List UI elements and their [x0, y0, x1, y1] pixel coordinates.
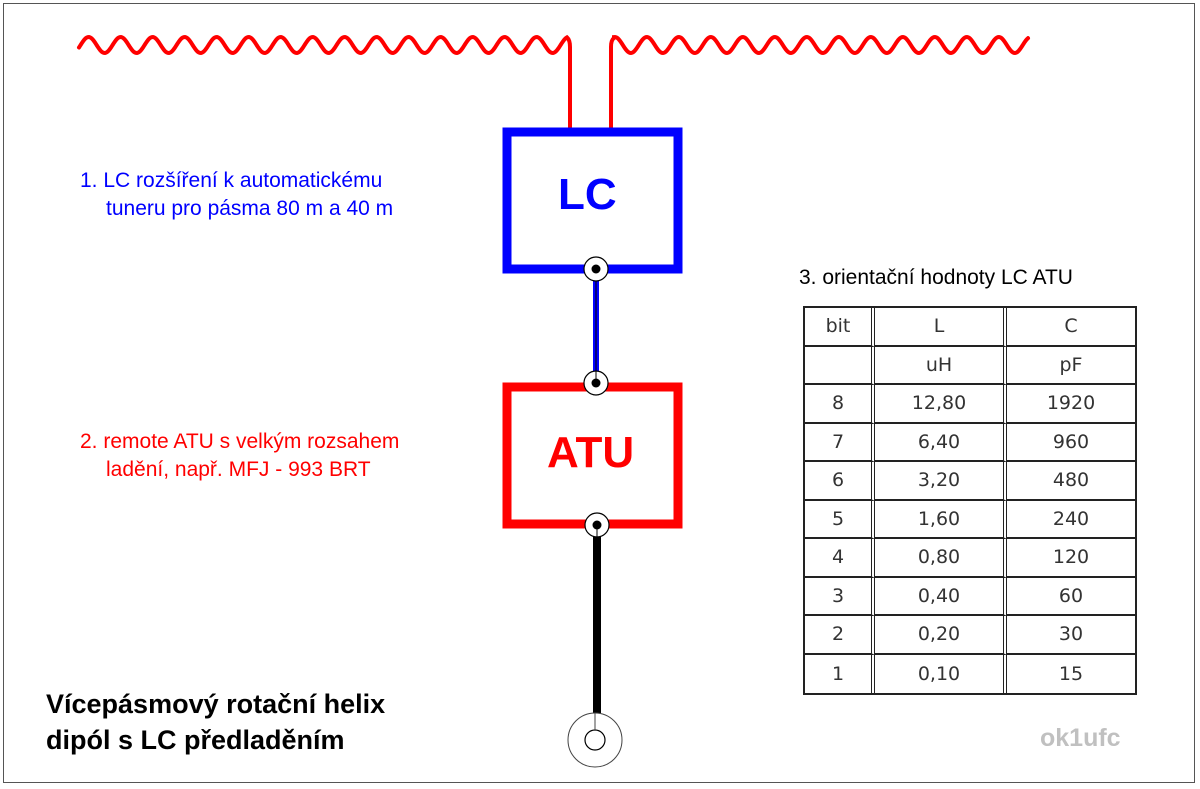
capacitance-cell: 120 — [1007, 539, 1135, 578]
capacitance-cell: 480 — [1007, 462, 1135, 501]
inductance-cell: 1,60 — [875, 500, 1007, 539]
inductance-cell: 3,20 — [875, 462, 1007, 501]
atu-output-connector-icon — [584, 512, 610, 538]
bit-cell: 5 — [805, 500, 875, 539]
lc-note-line-1: 1. LC rozšíření k automatickému — [80, 169, 383, 192]
helix-dipole-left-arm-icon — [77, 34, 572, 55]
atu-note-line-2: ladění, např. MFJ - 993 BRT — [106, 458, 371, 481]
lc-block-label: LC — [558, 170, 617, 219]
atu-note-line-1: 2. remote ATU s velkým rozsahem — [80, 430, 400, 453]
capacitance-cell: 30 — [1007, 616, 1135, 655]
diagram-title: Vícepásmový rotační helix dipól s LC pře… — [46, 686, 385, 758]
capacitance-cell: 960 — [1007, 424, 1135, 462]
table-caption: 3. orientační hodnoty LC ATU — [799, 266, 1073, 289]
atu-block-label: ATU — [547, 428, 635, 477]
bit-cell: 6 — [805, 462, 875, 501]
atu-input-connector-icon — [583, 370, 609, 396]
inductance-cell: L — [875, 308, 1007, 347]
capacitance-cell: 60 — [1007, 578, 1135, 616]
inductance-cell: uH — [875, 346, 1007, 385]
bit-cell: 2 — [805, 616, 875, 655]
bit-cell — [805, 346, 875, 385]
author-signature: ok1ufc — [1040, 724, 1121, 752]
inductance-cell: 0,10 — [875, 654, 1007, 693]
lc-note: 1. LC rozšíření k automatickému tuneru p… — [80, 167, 393, 223]
helix-dipole-right-arm-icon — [609, 34, 1030, 56]
capacitance-cell: C — [1007, 308, 1135, 347]
capacitance-cell: 240 — [1007, 501, 1135, 539]
lc-output-connector-icon — [583, 256, 609, 282]
bit-cell: 3 — [805, 577, 875, 616]
coax-connector-icon — [567, 712, 623, 768]
capacitance-cell: 1920 — [1007, 385, 1135, 424]
capacitance-cell: pF — [1007, 347, 1135, 385]
bit-cell: 1 — [805, 654, 875, 693]
title-line-1: Vícepásmový rotační helix — [46, 689, 386, 719]
bit-cell: 8 — [805, 385, 875, 424]
inductance-cell: 0,20 — [875, 616, 1007, 655]
title-line-2: dipól s LC předladěním — [46, 725, 345, 755]
bit-cell: bit — [805, 308, 875, 347]
inductance-cell: 6,40 — [875, 423, 1007, 462]
lc-note-line-2: tuneru pro pásma 80 m a 40 m — [106, 197, 394, 220]
bit-cell: 4 — [805, 539, 875, 578]
inductance-cell: 0,40 — [875, 577, 1007, 616]
inductance-cell: 0,80 — [875, 539, 1007, 578]
bit-cell: 7 — [805, 423, 875, 462]
capacitance-cell: 15 — [1058, 662, 1084, 685]
inductance-cell: 12,80 — [875, 385, 1007, 424]
atu-note: 2. remote ATU s velkým rozsahem ladění, … — [80, 428, 399, 484]
